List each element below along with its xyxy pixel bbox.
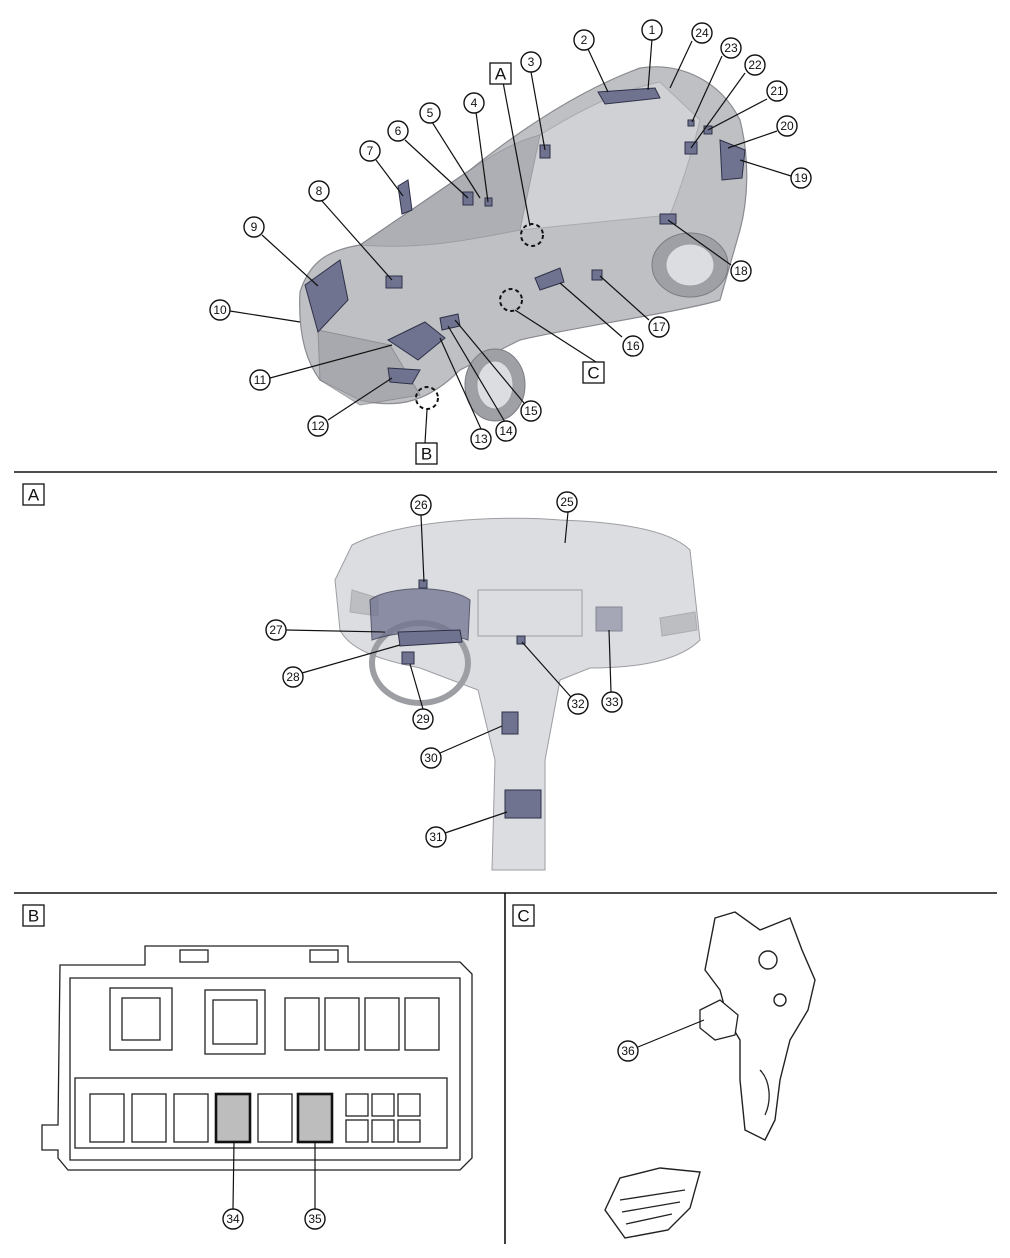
svg-text:17: 17 <box>652 320 666 334</box>
callout-19: 19 <box>790 167 812 189</box>
callout-14: 14 <box>495 420 517 442</box>
panel-c-label: C <box>512 904 535 927</box>
fuse-35 <box>296 1092 334 1144</box>
svg-text:4: 4 <box>471 96 478 110</box>
svg-text:9: 9 <box>251 220 258 234</box>
callout-29: 29 <box>412 708 434 730</box>
svg-text:30: 30 <box>424 751 438 765</box>
svg-text:22: 22 <box>748 58 762 72</box>
svg-text:20: 20 <box>780 119 794 133</box>
svg-text:33: 33 <box>605 695 619 709</box>
marker-a-circle <box>520 223 544 247</box>
callout-7: 7 <box>359 140 381 162</box>
callout-28: 28 <box>282 666 304 688</box>
callout-8: 8 <box>308 180 330 202</box>
marker-a-label: A <box>489 62 512 85</box>
callout-22: 22 <box>744 54 766 76</box>
marker-b-circle <box>415 386 439 410</box>
callout-12: 12 <box>307 415 329 437</box>
marker-c-circle <box>499 288 523 312</box>
svg-text:25: 25 <box>560 495 574 509</box>
svg-text:32: 32 <box>571 697 585 711</box>
callout-17: 17 <box>648 316 670 338</box>
callout-36: 36 <box>617 1040 639 1062</box>
callout-33: 33 <box>601 691 623 713</box>
svg-text:23: 23 <box>724 41 738 55</box>
callout-5: 5 <box>419 102 441 124</box>
pedal-illustration <box>604 911 816 1239</box>
svg-text:B: B <box>421 445 432 464</box>
svg-text:6: 6 <box>395 124 402 138</box>
svg-text:5: 5 <box>427 106 434 120</box>
callout-13: 13 <box>470 428 492 450</box>
panel-c-leaders <box>637 1019 705 1048</box>
svg-text:19: 19 <box>794 171 808 185</box>
callout-16: 16 <box>622 335 644 357</box>
callout-34: 34 <box>222 1208 244 1230</box>
callout-15: 15 <box>520 400 542 422</box>
svg-text:26: 26 <box>414 498 428 512</box>
svg-text:C: C <box>587 364 599 383</box>
callout-25: 25 <box>556 491 578 513</box>
callout-3: 3 <box>520 51 542 73</box>
svg-text:31: 31 <box>429 830 443 844</box>
svg-text:34: 34 <box>226 1212 240 1226</box>
svg-text:7: 7 <box>367 144 374 158</box>
panel-b-leaders <box>232 1141 316 1210</box>
panel-a-label: A <box>22 483 45 506</box>
callout-26: 26 <box>410 494 432 516</box>
svg-text:16: 16 <box>626 339 640 353</box>
callout-10: 10 <box>209 299 231 321</box>
svg-text:36: 36 <box>621 1044 635 1058</box>
svg-text:C: C <box>517 907 529 926</box>
callout-27: 27 <box>265 619 287 641</box>
callout-35: 35 <box>304 1208 326 1230</box>
callout-30: 30 <box>420 747 442 769</box>
callout-20: 20 <box>776 115 798 137</box>
svg-text:A: A <box>28 486 40 505</box>
callout-21: 21 <box>766 80 788 102</box>
callout-11: 11 <box>249 369 271 391</box>
callout-1: 1 <box>641 19 663 41</box>
callout-6: 6 <box>387 120 409 142</box>
svg-text:1: 1 <box>649 23 656 37</box>
svg-text:24: 24 <box>695 26 709 40</box>
svg-text:15: 15 <box>524 404 538 418</box>
svg-text:28: 28 <box>286 670 300 684</box>
fuse-box-illustration <box>41 945 473 1171</box>
vehicle-illustration <box>299 66 748 422</box>
svg-text:12: 12 <box>311 419 325 433</box>
callout-18: 18 <box>730 260 752 282</box>
svg-text:10: 10 <box>213 303 227 317</box>
overview-leaders <box>229 38 792 444</box>
panel-b-label: B <box>22 904 45 927</box>
marker-c-label: C <box>582 361 605 384</box>
marker-b-label: B <box>415 442 438 465</box>
callout-31: 31 <box>425 826 447 848</box>
callout-9: 9 <box>243 216 265 238</box>
svg-text:27: 27 <box>269 623 283 637</box>
svg-text:21: 21 <box>770 84 784 98</box>
fuse-34 <box>214 1092 252 1144</box>
svg-text:14: 14 <box>499 424 513 438</box>
callout-32: 32 <box>567 693 589 715</box>
svg-text:B: B <box>28 907 39 926</box>
svg-text:11: 11 <box>254 373 267 387</box>
callout-4: 4 <box>463 92 485 114</box>
panel-a-leaders <box>285 511 612 834</box>
svg-text:18: 18 <box>734 264 748 278</box>
svg-text:A: A <box>495 65 507 84</box>
svg-text:13: 13 <box>474 432 488 446</box>
svg-text:3: 3 <box>528 55 535 69</box>
svg-text:8: 8 <box>316 184 323 198</box>
callout-23: 23 <box>720 37 742 59</box>
svg-text:35: 35 <box>308 1212 322 1226</box>
callout-2: 2 <box>573 29 595 51</box>
svg-text:2: 2 <box>581 33 588 47</box>
callout-24: 24 <box>691 22 713 44</box>
dashboard-illustration <box>334 517 701 871</box>
svg-text:29: 29 <box>416 712 430 726</box>
